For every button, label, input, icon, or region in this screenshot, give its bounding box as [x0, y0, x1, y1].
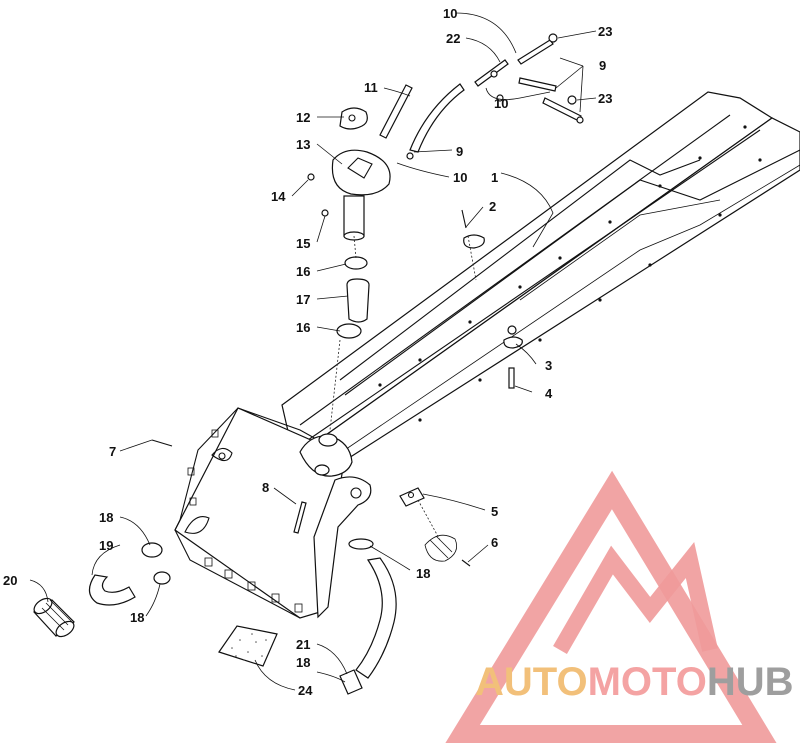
screw-15	[321, 209, 329, 217]
rail-edge-6	[519, 199, 721, 301]
label-part-15: 15	[296, 236, 310, 251]
clamp-18-upper	[141, 542, 163, 558]
label-part-5: 5	[491, 504, 498, 519]
bolt-4	[508, 367, 515, 389]
label-part-21: 21	[296, 637, 310, 652]
pad-24	[218, 625, 278, 667]
coupler-20	[33, 597, 75, 638]
label-part-9-lower: 9	[456, 144, 463, 159]
exchanger-side-tabs	[187, 429, 219, 506]
label-part-16-upper: 16	[296, 264, 310, 279]
elbow-hose-19	[88, 574, 136, 606]
svg-text:AUTOMOTOHUB: AUTOMOTOHUB	[475, 660, 794, 704]
breather-tube-assembly	[379, 33, 584, 160]
exchanger-bottom-tabs	[204, 557, 303, 613]
label-part-18-left-upper: 18	[99, 510, 113, 525]
rail-edge-5	[329, 164, 800, 461]
filler-housing-13	[331, 149, 391, 196]
exchanger-inlet-neck	[184, 516, 210, 534]
label-part-4: 4	[545, 386, 553, 401]
tube-11	[379, 84, 413, 139]
label-part-18-left-lower: 18	[130, 610, 144, 625]
label-part-3: 3	[545, 358, 552, 373]
screw-8	[293, 501, 307, 534]
label-part-16-lower: 16	[296, 320, 310, 335]
outlet-bracket	[313, 476, 372, 619]
label-part-8: 8	[262, 480, 269, 495]
label-part-2: 2	[489, 199, 496, 214]
rail-upper-plate	[281, 91, 774, 453]
label-part-18-right: 18	[416, 566, 430, 581]
hose-21-lower-clamp	[339, 669, 363, 695]
small-hardware	[151, 209, 523, 667]
label-part-20: 20	[3, 573, 17, 588]
logo-m-stroke	[553, 541, 718, 655]
hose-17	[346, 278, 370, 323]
clamp-16-lower	[336, 323, 362, 339]
label-part-13: 13	[296, 137, 310, 152]
label-part-22: 22	[446, 31, 460, 46]
hose-21-upper-clamp	[348, 538, 374, 550]
label-part-10-middle: 10	[494, 96, 508, 111]
hose-21	[339, 538, 397, 695]
gasket-12	[339, 107, 368, 130]
label-part-10-lower: 10	[453, 170, 467, 185]
label-part-23-lower: 23	[598, 91, 612, 106]
logo-text-auto: AUTO	[475, 660, 588, 704]
label-part-19: 19	[99, 538, 113, 553]
label-part-12: 12	[296, 110, 310, 125]
leader-lines	[29, 12, 597, 691]
pad-24-texture	[231, 633, 267, 661]
outlet-fitting	[299, 433, 372, 619]
rivet-7	[151, 439, 173, 447]
automotohub-logo: AUTOMOTOHUB	[445, 470, 794, 743]
label-part-18-bottom: 18	[296, 655, 310, 670]
logo-text-moto: MOTO	[588, 660, 707, 704]
logo-triangle	[445, 470, 777, 743]
exchanger-bottom-edge	[174, 529, 301, 619]
pad-2	[463, 234, 485, 249]
exchanger-side-edge	[174, 407, 239, 531]
label-part-11: 11	[364, 80, 378, 95]
logo-text-hub: HUB	[707, 660, 794, 704]
part-number-labels: 1 2 3 4 5 6 7 8 9 9 10 10 10 11 12 13 14…	[3, 6, 612, 698]
cap-23-upper	[548, 33, 558, 43]
filler-neck-tube	[343, 195, 365, 237]
label-part-10-top: 10	[443, 6, 457, 21]
clamp-16-upper	[344, 256, 368, 270]
label-part-23-upper: 23	[598, 24, 612, 39]
rail-edge-2	[307, 129, 761, 441]
tube-9-upper-b	[518, 77, 557, 92]
label-part-1: 1	[491, 170, 498, 185]
tube-9-upper-a	[517, 39, 554, 65]
exchanger-mount-plate	[211, 447, 233, 462]
tube-9-lower	[409, 83, 465, 153]
label-part-24: 24	[298, 683, 313, 698]
label-part-14: 14	[271, 189, 286, 204]
label-part-7: 7	[109, 444, 116, 459]
rail-edge-4	[344, 149, 800, 396]
clamp-18-lower	[153, 571, 171, 585]
rail-edge-1	[299, 114, 731, 426]
filler-neck-assembly	[307, 107, 391, 339]
cap-23-lower	[567, 95, 577, 105]
inlet-hose-assembly	[33, 542, 171, 638]
screw-14	[307, 173, 315, 181]
label-part-17: 17	[296, 292, 310, 307]
label-part-9-upper: 9	[599, 58, 606, 73]
clip-6	[424, 534, 458, 562]
rail-bolt-holes	[378, 125, 762, 422]
rail-edge-3	[339, 159, 701, 381]
label-part-6: 6	[491, 535, 498, 550]
